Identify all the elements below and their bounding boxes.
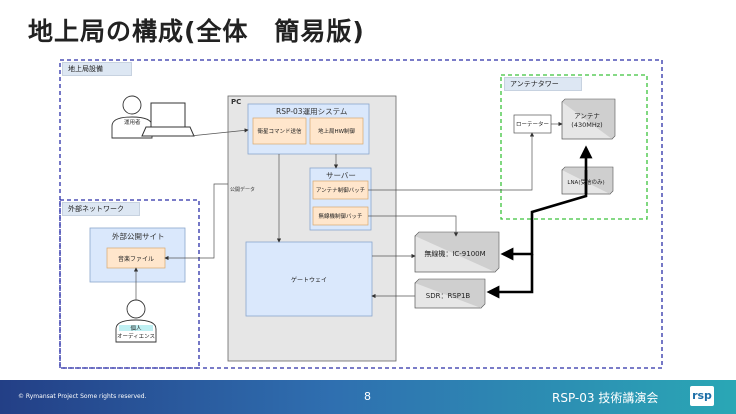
gateway-label: ゲートウェイ <box>290 276 327 284</box>
ground-station-boundary <box>59 59 663 369</box>
radio-batch-label: 無線機制御バッチ <box>318 214 363 220</box>
audio-file-label: 音楽ファイル <box>117 255 154 263</box>
copyright-text: © Rymansat Project Some rights reserved. <box>18 393 147 400</box>
slide-title: 地上局の構成(全体 簡易版) <box>28 17 365 46</box>
external-network-tag: 外部ネットワーク <box>62 202 140 216</box>
antenna-label: アンテナ (430MHz) <box>571 111 603 129</box>
rsp-logo: rsp <box>690 386 714 406</box>
ground-station-tag: 地上局設備 <box>62 62 132 76</box>
audience-label: 個人 オーディエンス <box>116 326 155 340</box>
ground-hw-control-label: 地上局HW制御 <box>317 129 356 135</box>
uplink-command-label: 衛星コマンド送信 <box>257 129 302 135</box>
uplink-command-box <box>252 117 307 145</box>
sdr-label: SDR：RSP1B <box>425 291 471 300</box>
public-site-label: 外部公開サイト <box>112 232 165 241</box>
publish-data-label: 公開データ <box>230 187 256 193</box>
gateway-box <box>245 241 373 317</box>
laptop-icon <box>141 102 195 137</box>
pc-label: PC <box>231 98 242 106</box>
antenna-tower-boundary <box>500 74 648 220</box>
event-name: RSP-03 技術講演会 <box>552 391 659 405</box>
server-label: サーバー <box>326 171 356 180</box>
lna-label: LNA(受信のみ) <box>567 180 605 186</box>
antenna-batch-label: アンテナ制御バッチ <box>315 188 366 194</box>
external-network-boundary <box>59 199 200 369</box>
operator-label: 運用者 <box>124 120 141 126</box>
ops-system-label: RSP-03運用システム <box>276 107 348 116</box>
antenna-tower-tag: アンテナタワー <box>504 77 582 91</box>
radio-label: 無線機：IC-9100M <box>424 250 486 258</box>
ground-hw-control-box <box>309 117 364 145</box>
audience-icon <box>115 299 157 343</box>
page-number: 8 <box>364 390 371 403</box>
slide-footer: © Rymansat Project Some rights reserved.… <box>0 380 736 414</box>
rotator-label: ローテーター <box>515 122 549 128</box>
